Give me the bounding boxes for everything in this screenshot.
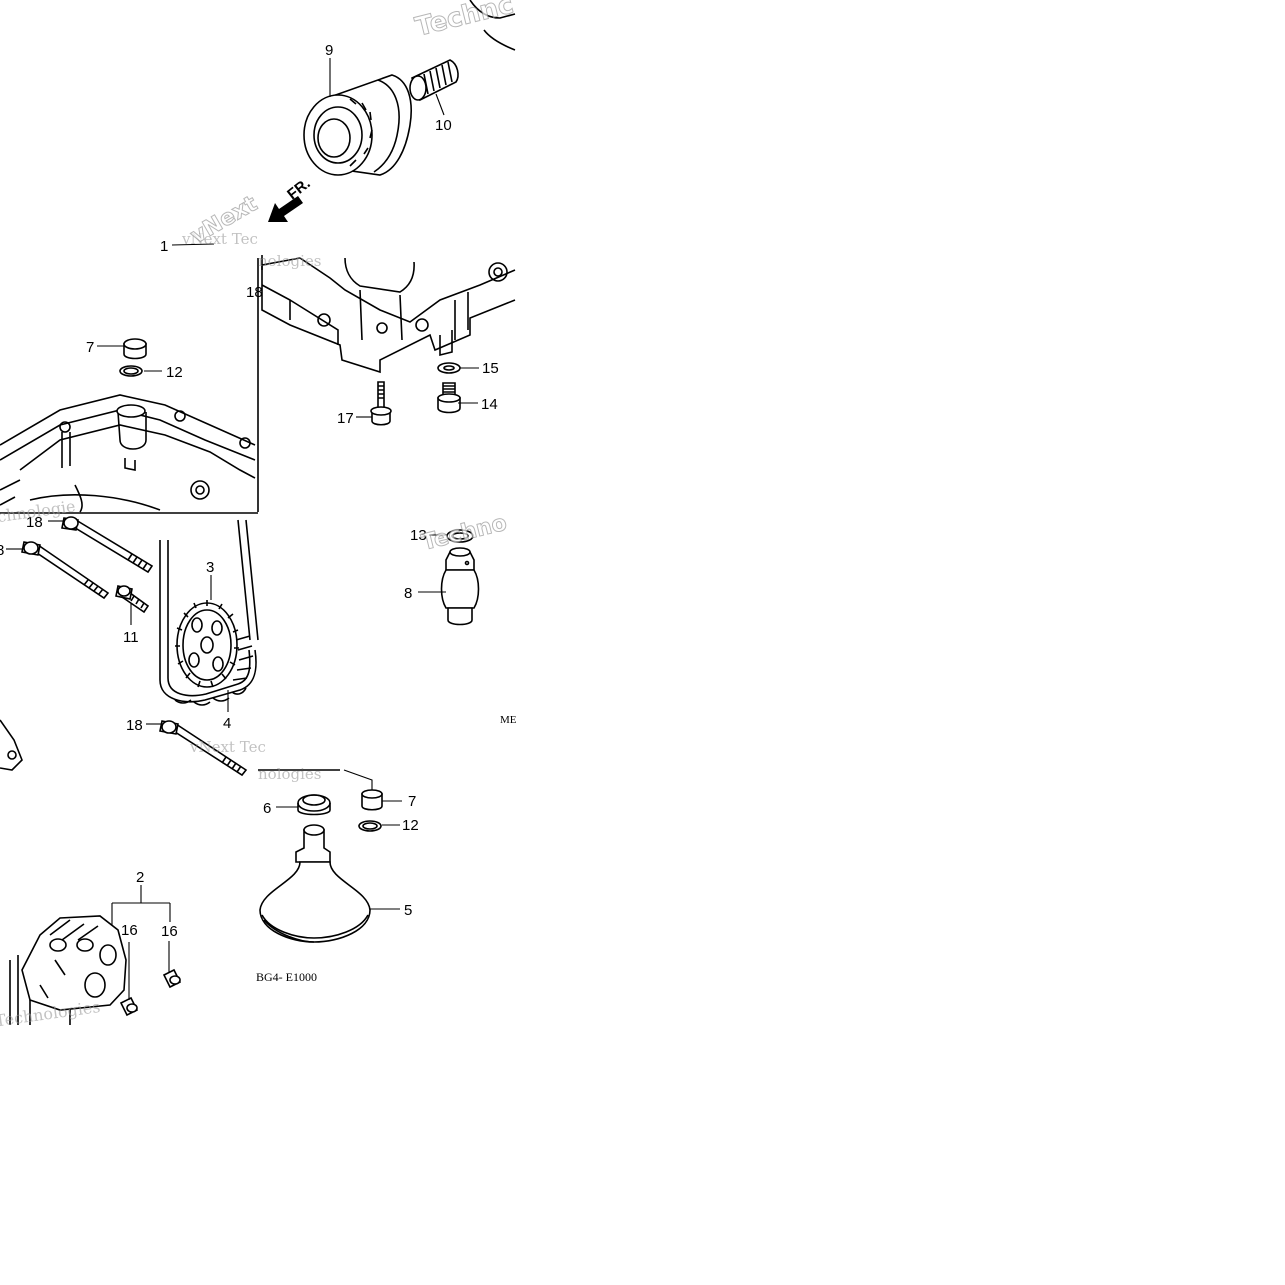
bracket-2: [111, 885, 171, 925]
o-ring-upper: [119, 365, 143, 377]
dowel-pin-16b: [162, 968, 182, 989]
case-fragment-left: [0, 719, 23, 771]
callout-16-left: 16: [121, 922, 138, 939]
front-direction-arrow: FR.: [268, 175, 314, 222]
watermark-1: Technc: [412, 0, 516, 43]
dowel-pin-16a: [119, 996, 139, 1017]
callout-18-top: 18: [246, 284, 263, 301]
callout-numbers: 9 10 1 18 7 12 15 14 17 18 8 3 11 4 13 8…: [0, 42, 499, 940]
callout-1: 1: [160, 238, 168, 255]
callout-13: 13: [410, 527, 427, 544]
oil-strainer-5: [259, 824, 371, 943]
callout-12-lower: 12: [402, 817, 419, 834]
callout-14: 14: [481, 396, 498, 413]
long-bolt-18b: [21, 541, 110, 600]
callout-11: 11: [123, 629, 139, 646]
sealing-washer: [437, 362, 461, 374]
callout-18-left: 18: [26, 514, 43, 531]
case-fragment-top: [469, 0, 516, 51]
oil-pump-drive-chain: [159, 519, 259, 706]
oil-pan: [0, 394, 256, 513]
leader-lines: [6, 58, 479, 1000]
watermark-7: nologies: [258, 765, 322, 783]
watermark-6: vNext Tec: [189, 738, 266, 756]
watermarks: Technc vNext Tec nologies vNext chnologi…: [0, 0, 517, 1031]
relief-valve-8: [440, 547, 480, 626]
callout-18-lower: 18: [126, 717, 143, 734]
long-bolt-18a: [61, 516, 154, 574]
callout-17: 17: [337, 410, 354, 427]
long-bolt-18c: [159, 720, 248, 777]
short-bolt-11: [115, 585, 150, 614]
callout-8-left: 8: [0, 542, 4, 559]
callout-8: 8: [404, 585, 412, 602]
callout-6: 6: [263, 800, 271, 817]
o-ring-13: [446, 529, 474, 543]
callout-12-upper: 12: [166, 364, 183, 381]
callout-5: 5: [404, 902, 412, 919]
edge-fragment-label: ME: [500, 714, 517, 726]
flange-bolt-17: [370, 381, 392, 426]
oil-filter: [303, 74, 412, 176]
dowel-collar-lower: [361, 789, 383, 811]
callout-7-upper: 7: [86, 339, 94, 356]
o-ring-lower: [358, 820, 382, 832]
dowel-collar-upper: [123, 338, 147, 360]
callout-16-right: 16: [161, 923, 178, 940]
crankcase-upper: [261, 255, 516, 374]
watermark-2: vNext Tec: [181, 230, 258, 248]
oil-pump-sprocket: [175, 600, 239, 688]
callout-3: 3: [206, 559, 214, 576]
callout-9: 9: [325, 42, 333, 59]
watermark-3: nologies: [258, 252, 322, 270]
drain-bolt: [437, 382, 461, 414]
callout-10: 10: [435, 117, 452, 134]
callout-15: 15: [482, 360, 499, 377]
front-arrow-label: FR.: [284, 175, 314, 203]
strainer-seal-6: [297, 794, 331, 816]
oil-filter-stud: [409, 59, 459, 102]
callout-4: 4: [223, 715, 231, 732]
diagram-code: BG4- E1000: [256, 970, 317, 984]
callout-2: 2: [136, 869, 144, 886]
oil-pump-assembly: [9, 915, 127, 1025]
callout-7-lower: 7: [408, 793, 416, 810]
